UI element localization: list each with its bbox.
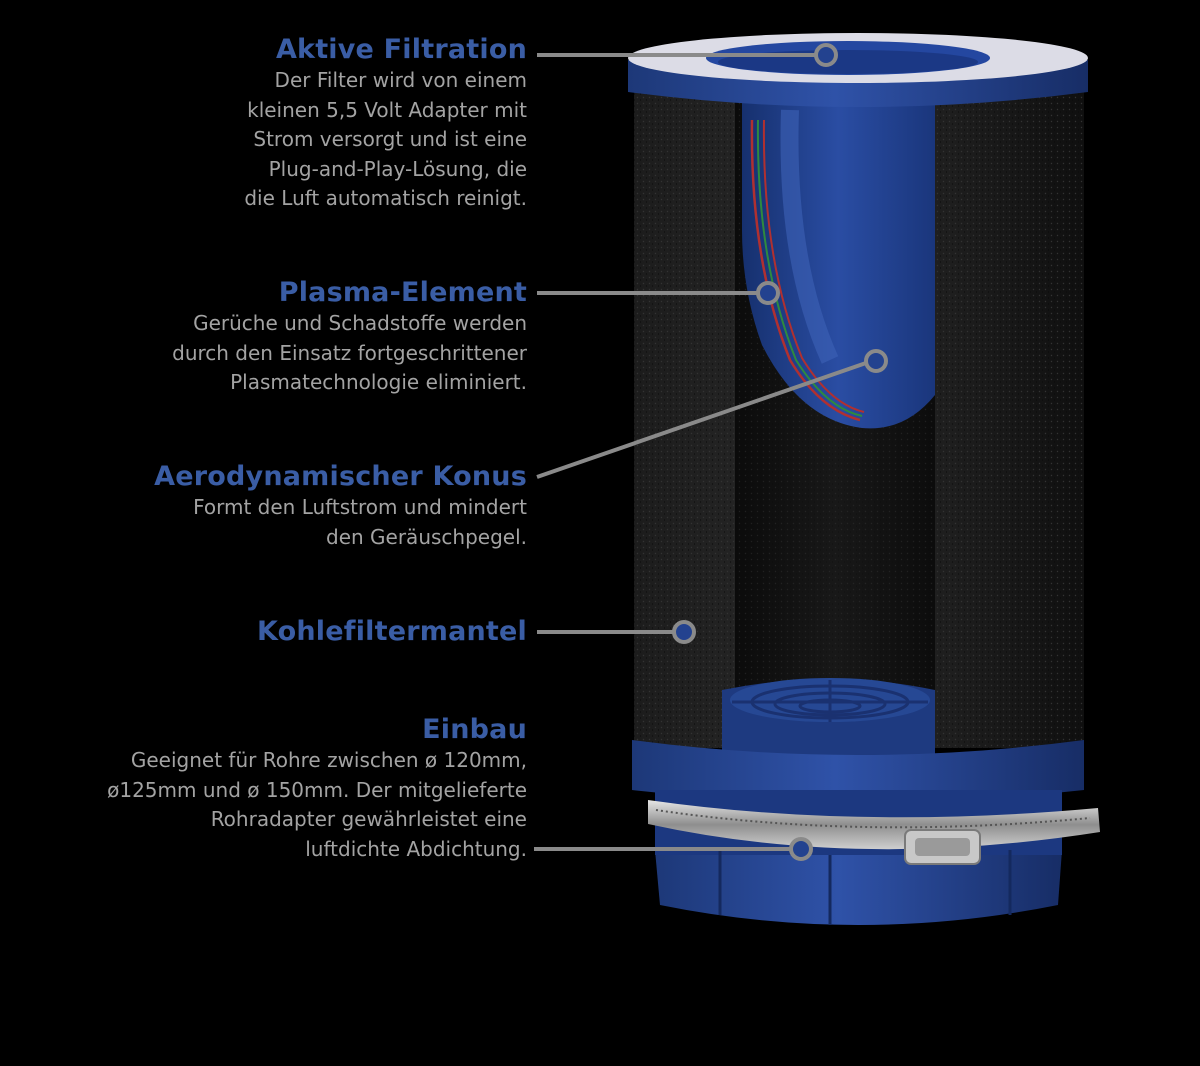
feature-aktive-filtration: Aktive Filtration Der Filter wird von ei…: [244, 34, 527, 214]
feature-line: Der Filter wird von einem: [274, 68, 527, 92]
callout-dot-kohle: [672, 620, 696, 644]
callout-dots: [672, 43, 888, 861]
callout-dot-aero: [864, 349, 888, 373]
callout-dot-einbau: [789, 837, 813, 861]
feature-title: Aerodynamischer Konus: [154, 461, 527, 492]
callout-dot-aktive: [814, 43, 838, 67]
callout-dot-plasma: [756, 281, 780, 305]
base-grille: [722, 678, 935, 775]
feature-title: Einbau: [422, 714, 527, 745]
hose-clamp: [648, 800, 1100, 865]
feature-line: kleinen 5,5 Volt Adapter mit: [247, 97, 527, 122]
feature-kohlefiltermantel: Kohlefiltermantel: [257, 616, 527, 648]
feature-title: Plasma-Element: [278, 277, 527, 308]
feature-einbau: Einbau Geeignet für Rohre zwischen ø 120…: [107, 714, 527, 864]
feature-line: ø125mm und ø 150mm. Der mitgelieferte: [107, 777, 527, 802]
feature-line: Formt den Luftstrom und mindert: [193, 495, 527, 519]
feature-title: Kohlefiltermantel: [256, 616, 527, 647]
feature-line: Plug-and-Play-Lösung, die: [268, 156, 527, 181]
feature-line: luftdichte Abdichtung.: [305, 836, 527, 861]
feature-line: Gerüche und Schadstoffe werden: [193, 311, 527, 335]
feature-line: Strom versorgt und ist eine: [253, 127, 527, 151]
feature-line: die Luft automatisch reinigt.: [244, 186, 527, 210]
feature-aerodynamischer-konus: Aerodynamischer Konus Formt den Luftstro…: [154, 461, 527, 552]
plasma-cone: [742, 100, 935, 429]
top-ring: [628, 33, 1088, 107]
leader-lines: [534, 53, 867, 851]
feature-line: Rohradapter gewährleistet eine: [210, 807, 527, 831]
feature-line: den Geräuschpegel.: [326, 524, 527, 549]
feature-line: durch den Einsatz fortgeschrittener: [172, 340, 527, 365]
feature-title: Aktive Filtration: [275, 34, 527, 65]
feature-line: Plasmatechnologie eliminiert.: [230, 370, 527, 394]
feature-plasma-element: Plasma-Element Gerüche und Schadstoffe w…: [172, 277, 527, 398]
feature-line: Geeignet für Rohre zwischen ø 120mm,: [130, 748, 527, 772]
